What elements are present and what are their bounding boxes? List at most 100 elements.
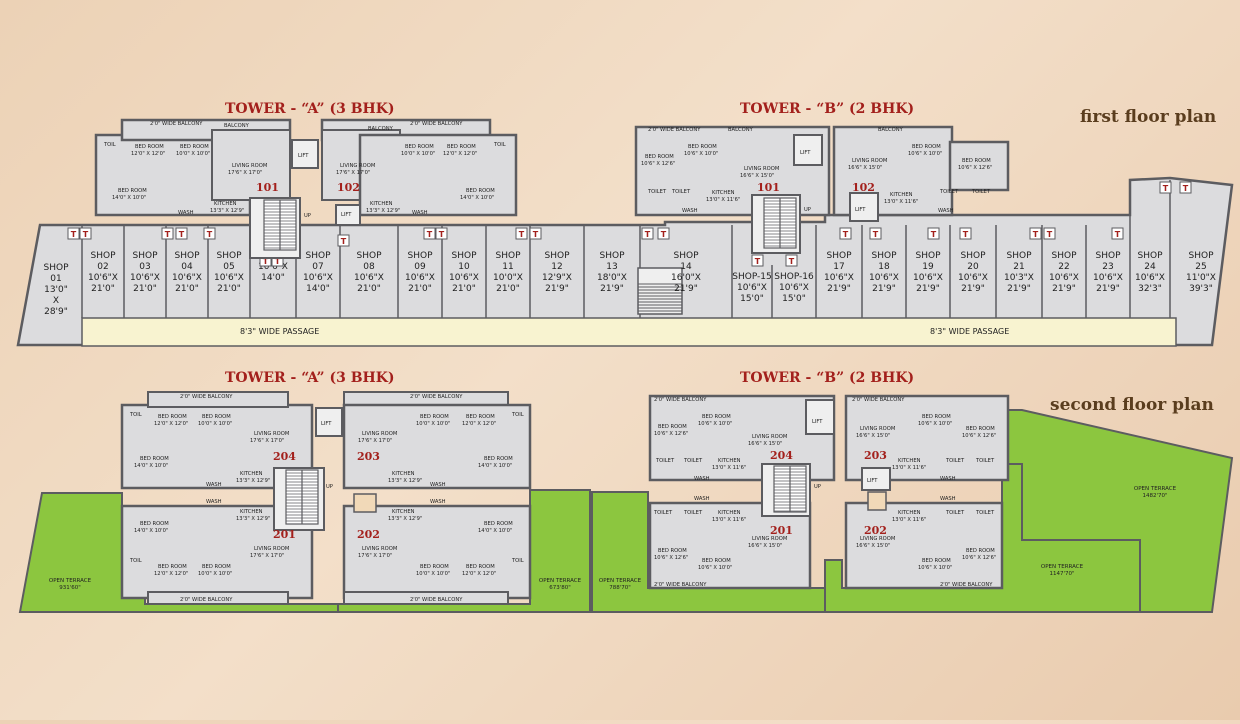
kitchen-a1l-dim: 13'3" X 12'9" [210, 208, 244, 214]
svg-text:T: T [165, 230, 171, 239]
bed-a1-5: BED ROOM [447, 144, 476, 150]
bed-a2-5: BED ROOM [466, 414, 495, 420]
svg-text:T: T [275, 257, 281, 266]
title-second-floor: second floor plan [1050, 395, 1214, 415]
toilet-marker: T [657, 227, 670, 240]
lift-label-a2: LIFT [321, 421, 332, 427]
shop-dim-2: X [53, 296, 59, 306]
bed-b2-7: BED ROOM [922, 558, 951, 564]
shop-number: 11 [502, 262, 513, 272]
shop-dim-2: 21'9" [1096, 284, 1120, 294]
bed-b2-4: BED ROOM [966, 426, 995, 432]
shop-dim-2: 32'3" [1138, 284, 1162, 294]
bed-b2-8-dim: 10'6" X 12'6" [962, 555, 996, 561]
flat-203-b: 203 [864, 449, 887, 462]
flat-201-b: 201 [770, 524, 793, 537]
shop-dim-2: 21'9" [827, 284, 851, 294]
balcony-b1l: BALCONY [728, 127, 754, 133]
wash-b2-tl: WASH [694, 476, 710, 482]
wash-b2-bl: WASH [694, 496, 710, 502]
bed-a2-8-dim: 12'0" X 12'0" [154, 571, 188, 577]
bed-b1-2: BED ROOM [688, 144, 717, 150]
toilet-marker: T [423, 227, 436, 240]
shop-name: SHOP [175, 251, 201, 261]
svg-text:T: T [263, 257, 269, 266]
shop-stair [637, 267, 683, 315]
toil-a2-bl: TOIL [129, 558, 142, 564]
bed-a1-1-dim: 12'0" X 12'0" [131, 151, 165, 157]
up-label-b1: UP [804, 207, 811, 213]
passage-label-right: 8'3" WIDE PASSAGE [930, 327, 1009, 336]
living-a2-bl-dim: 17'6" X 17'0" [250, 553, 284, 559]
living-a2-bl: LIVING ROOM [254, 546, 289, 552]
title-first-tower-a: TOWER - “A” (3 BHK) [225, 101, 395, 117]
shop-name: SHOP [827, 251, 853, 261]
shop-name: SHOP [1189, 251, 1215, 261]
shop-name: SHOP [44, 263, 70, 273]
wide-balcony-b2-br: 2'0" WIDE BALCONY [940, 582, 993, 588]
bed-a2-1-dim: 12'0" X 12'0" [154, 421, 188, 427]
kitchen-b2-bl: KITCHEN [718, 510, 741, 516]
shop-dim-2: 21'0" [452, 284, 476, 294]
lift-label-b2b: LIFT [867, 478, 878, 484]
kitchen-b2-tr: KITCHEN [898, 458, 921, 464]
shop-name: SHOP [496, 251, 522, 261]
toilet-marker: T [959, 227, 972, 240]
svg-text:T: T [1163, 184, 1169, 193]
shop-dim-1: 10'3"X [1004, 273, 1034, 283]
living-b1r-dim: 16'6" X 15'0" [848, 165, 882, 171]
svg-text:T: T [439, 230, 445, 239]
shop-number: 19 [922, 262, 934, 272]
flat-202-b: 202 [864, 524, 887, 537]
svg-text:T: T [789, 257, 795, 266]
wash-b1r: WASH [938, 208, 954, 214]
svg-text:T: T [661, 230, 667, 239]
bed-b2-1-dim: 10'6" X 12'6" [654, 431, 688, 437]
shop-number: 08 [363, 262, 375, 272]
wide-balcony-a2-bl: 2'0" WIDE BALCONY [180, 597, 233, 603]
toil-a2-tr: TOIL [511, 412, 524, 418]
bed-b2-6: BED ROOM [702, 558, 731, 564]
shop-number: 23 [1102, 262, 1113, 272]
shop-dim-2: 21'9" [916, 284, 940, 294]
wash-a2-br: WASH [430, 499, 446, 505]
shop-dim-1: 11'0"X [1186, 273, 1216, 283]
kitchen-b1l-dim: 13'0" X 11'6" [706, 197, 740, 203]
svg-text:T: T [71, 230, 77, 239]
shop-name: SHOP [408, 251, 434, 261]
shop-dim-2: 21'0" [217, 284, 241, 294]
toilet-marker: T [175, 227, 188, 240]
living-b2-br-dim: 16'6" X 15'0" [856, 543, 890, 549]
terrace-name: OPEN TERRACE [1041, 564, 1084, 570]
shop-name: SHOP [452, 251, 478, 261]
shop-name: SHOP [674, 251, 700, 261]
shop-dim-1: 10'6"X [824, 273, 854, 283]
wash-a2-tr: WASH [430, 482, 446, 488]
shop-dim-2: 14'0" [306, 284, 330, 294]
bed-b1-4-dim: 10'6" X 12'6" [958, 165, 992, 171]
toilet-b1-4: TOILET [971, 189, 991, 195]
terrace-name: OPEN TERRACE [599, 578, 642, 584]
toil-a1r: TOIL [493, 142, 506, 148]
svg-text:T: T [1183, 184, 1189, 193]
bed-a1-1: BED ROOM [135, 144, 164, 150]
toilet-marker: T [1029, 227, 1042, 240]
shop-number: 12 [551, 262, 562, 272]
shop-dim-2: 21'9" [545, 284, 569, 294]
bed-a2-7-dim: 14'0" X 10'0" [134, 528, 168, 534]
shop-name: SHOP [91, 251, 117, 261]
shop-number: 17 [833, 262, 844, 272]
bed-a2-2-dim: 10'0" X 10'0" [198, 421, 232, 427]
wide-balcony-b1: 2'0" WIDE BALCONY [648, 127, 701, 133]
bed-a2-9-dim: 10'0" X 10'0" [198, 571, 232, 577]
kitchen-b2-tl: KITCHEN [718, 458, 741, 464]
shop-dim-2: 21'0" [91, 284, 115, 294]
svg-text:T: T [83, 230, 89, 239]
bed-a2-2: BED ROOM [202, 414, 231, 420]
